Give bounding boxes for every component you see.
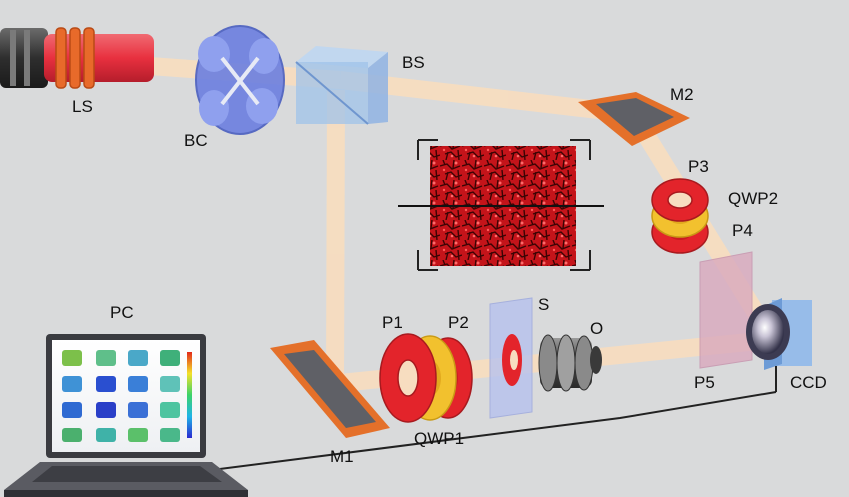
label-p3: P3 <box>688 157 709 176</box>
label-s: S <box>538 295 550 314</box>
upper-polarizer-waveplate-stack <box>651 178 709 254</box>
speckle-pattern-image <box>398 139 604 271</box>
surface-plot-grid <box>62 350 192 442</box>
beam-splitter <box>295 46 388 125</box>
label-ccd: CCD <box>790 373 827 392</box>
label-bs: BS <box>402 53 425 72</box>
laptop-pc <box>4 334 248 497</box>
label-qwp1: QWP1 <box>414 429 465 448</box>
laser-source <box>0 27 154 89</box>
ccd-camera <box>746 298 812 392</box>
mirror-m1 <box>270 340 390 438</box>
label-ls: LS <box>72 97 93 116</box>
analyzer-plate-p5 <box>699 251 753 369</box>
label-m2: M2 <box>670 85 694 104</box>
beam-chopper <box>195 25 285 135</box>
data-cable <box>195 391 777 497</box>
lower-polarizer-waveplate-stack <box>379 333 473 423</box>
label-pc: PC <box>110 303 134 322</box>
label-p4: P4 <box>732 221 753 240</box>
label-qwp2: QWP2 <box>728 189 779 208</box>
label-p2: P2 <box>448 313 469 332</box>
label-p5: P5 <box>694 373 715 392</box>
label-bc: BC <box>184 131 208 150</box>
label-p1: P1 <box>382 313 403 332</box>
label-m1: M1 <box>330 447 354 466</box>
label-o: O <box>590 319 604 338</box>
sample-holder <box>489 297 533 419</box>
mirror-m2 <box>578 92 690 146</box>
objective-lens <box>538 334 602 392</box>
